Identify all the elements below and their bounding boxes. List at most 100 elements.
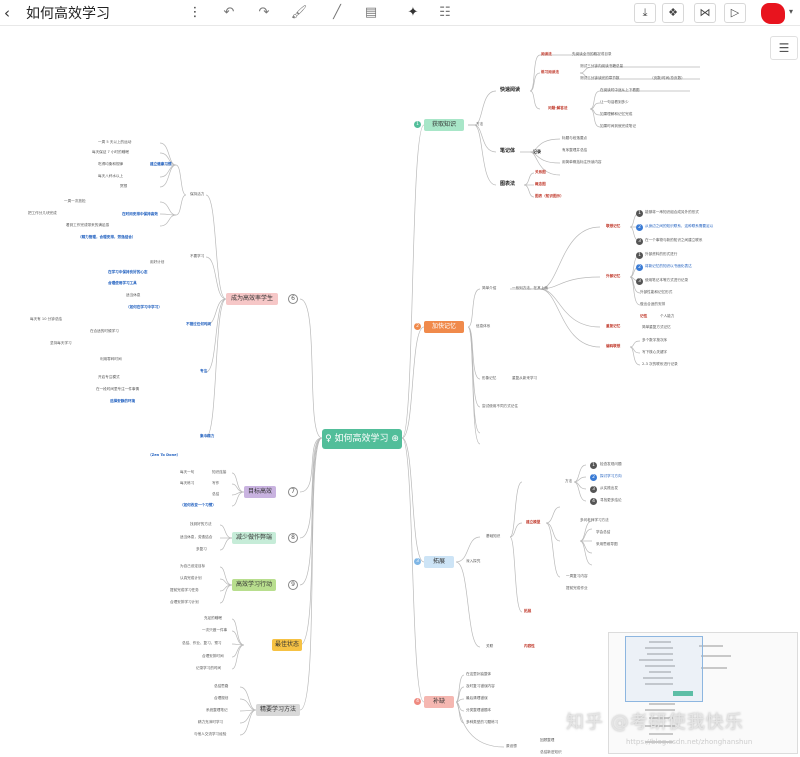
node[interactable]: 利用零碎时间 (100, 357, 122, 361)
node[interactable]: 为自己设定目标 (180, 564, 206, 568)
node[interactable]: 在这里补缺整体 (466, 672, 492, 676)
minimap-viewport[interactable] (625, 636, 703, 702)
node[interactable]: 在一段时间里专注一件事情 (96, 387, 140, 391)
node[interactable]: 图表（知识图示） (535, 194, 564, 198)
node[interactable]: 坚持每天学习 (50, 341, 72, 345)
node[interactable]: 每天保证 7 小时的睡眠 (92, 150, 129, 154)
node[interactable]: 形象记忆 (482, 376, 497, 380)
node[interactable]: 笔记体 (500, 148, 516, 154)
collaborate-icon[interactable]: ❖ (662, 3, 684, 23)
node[interactable]: 系统整理笔记 (206, 708, 228, 712)
node[interactable]: 每天有 10 分钟总结 (30, 317, 63, 321)
node[interactable]: 原设想 (506, 744, 517, 748)
node[interactable]: 内容性 (524, 644, 535, 648)
node[interactable]: 把工作分几块完成 (28, 211, 57, 215)
branch-fill-gaps[interactable]: 补缺 (424, 696, 454, 708)
collapse-toggle-8[interactable]: 8 (288, 533, 298, 543)
node[interactable]: 练习阅读法 (541, 70, 559, 74)
node[interactable]: 2-3 次的联系进行记录 (642, 362, 678, 366)
node[interactable]: 吃得均衡和规律 (98, 162, 124, 166)
avatar[interactable] (761, 3, 785, 24)
node[interactable]: 记性 (640, 314, 648, 318)
node[interactable]: 合理安排学习计划 (170, 600, 199, 604)
branch-study-action[interactable]: 高效学习行动 (232, 579, 276, 591)
branch-get-knowledge[interactable]: 获取知识 (424, 119, 464, 131)
node[interactable]: 认真完成计划 (180, 576, 202, 580)
node[interactable]: 集中精力 (200, 434, 215, 438)
node[interactable]: 合理使用学习工具 (108, 281, 137, 285)
node[interactable]: 合理规划 (214, 696, 229, 700)
node[interactable]: 在阅读时中途从上下看图 (600, 88, 640, 92)
node[interactable]: 阅读法 (541, 52, 552, 56)
node[interactable]: 不要学习 (190, 254, 205, 258)
node[interactable]: 个人能力 (660, 314, 675, 318)
node[interactable]: 每天八杯水以上 (98, 174, 124, 178)
node[interactable]: 图表法 (500, 181, 516, 187)
node[interactable]: 与他人交流学习经验 (194, 732, 227, 736)
node[interactable]: （页数/时间/总页数） (650, 76, 685, 80)
node[interactable]: 测试三分钟内阅读书籍总量 (580, 64, 624, 68)
node[interactable]: （如何改变一个习惯） (180, 503, 216, 507)
present-icon[interactable]: ▷ (724, 3, 746, 23)
minimap[interactable] (608, 632, 798, 754)
node[interactable]: 看到工作完成带来的满足感 (66, 223, 110, 227)
node[interactable]: 检查发现问题 (600, 462, 622, 466)
node[interactable]: 适当休息，劳逸结合 (180, 535, 213, 539)
node[interactable]: 在时间安排中保持高效 (122, 212, 158, 216)
node[interactable]: 在学习中保持良好的心态 (108, 270, 148, 274)
node[interactable]: 充足的睡眠 (204, 616, 222, 620)
node[interactable]: 找到好的方法 (190, 522, 212, 526)
node[interactable]: 基础知识 (486, 534, 501, 538)
document-title[interactable]: 如何高效学习 (26, 6, 110, 22)
node[interactable]: 多个数字按次序 (642, 338, 668, 342)
node[interactable]: 重复从新来学习 (512, 376, 538, 380)
node[interactable]: 最后清理错误 (466, 696, 488, 700)
node[interactable]: 在一个事物与新的知识之间建立联系 (645, 238, 703, 242)
share-icon[interactable]: ⋈ (694, 3, 716, 23)
node[interactable]: 有序整理并总结 (562, 148, 588, 152)
node[interactable]: 写作 (212, 481, 220, 485)
mindmap-canvas[interactable]: ♀ 如何高效学习 ⊕ 获取知识 加快记忆 拓展 补缺 成为高效率学生 6 目标高… (0, 27, 800, 757)
layout-icon[interactable]: ☷ (439, 5, 451, 20)
node[interactable]: 分类整理错题本 (466, 708, 492, 712)
node[interactable]: 简单重复方式记忆 (642, 325, 671, 329)
node[interactable]: 总结思路 (214, 684, 229, 688)
undo-icon[interactable]: ↶ (223, 5, 235, 20)
node[interactable]: 多问老师学习方法 (580, 518, 609, 522)
node[interactable]: 总结 (212, 492, 220, 496)
branch-reduce-cheating[interactable]: 减少做作弊端 (232, 532, 276, 544)
node[interactable]: 学会总结 (596, 530, 611, 534)
node[interactable]: 能够将一串知识组合成另外的形式 (645, 210, 699, 214)
connect-line-icon[interactable]: ╱ (333, 5, 341, 20)
node[interactable]: 标题与段落要点 (562, 136, 588, 140)
node[interactable]: 开启专注模式 (98, 375, 120, 379)
node[interactable]: 总结新旧知识 (540, 750, 562, 754)
collapse-toggle-7[interactable]: 7 (288, 487, 298, 497)
branch-efficient-student[interactable]: 成为高效率学生 (226, 293, 278, 305)
node[interactable]: 方法 (565, 479, 573, 483)
node[interactable]: 外部记忆 (606, 274, 621, 278)
settings-panel-icon[interactable]: ☰ (770, 36, 798, 60)
node[interactable]: 外部资料的形式进行 (645, 252, 678, 256)
node[interactable]: 关系图 (535, 170, 546, 174)
node[interactable]: 一次只做一件事 (202, 628, 228, 632)
outline-icon[interactable]: ▤ (364, 5, 378, 20)
node[interactable]: 每天练习 (180, 481, 195, 485)
node[interactable]: 尝试使用不同方式记住 (482, 404, 518, 408)
format-painter-icon[interactable]: 🖌 (290, 5, 308, 20)
node[interactable]: 写下核心关键字 (642, 350, 668, 354)
node[interactable]: （如何在学习中学习） (126, 305, 162, 309)
node[interactable]: 一周复习内容 (566, 574, 588, 578)
node[interactable]: 外部性能和记忆形式 (640, 290, 673, 294)
branch-extend[interactable]: 拓展 (424, 556, 454, 568)
node[interactable]: 测试三分钟读完的章节数 (580, 76, 620, 80)
node[interactable]: 深入探究 (466, 559, 481, 563)
node[interactable]: 信息体系 (476, 324, 491, 328)
node[interactable]: 拓展 (524, 609, 532, 613)
node[interactable]: 记录学习的时间 (196, 666, 222, 670)
node[interactable]: 让一句话看到多少 (600, 100, 629, 104)
more-icon[interactable]: ⋮ (188, 5, 202, 20)
node[interactable]: 适当休息 (126, 293, 141, 297)
node[interactable]: 精力充沛时学习 (198, 720, 224, 724)
node[interactable]: 提前完成作业 (566, 586, 588, 590)
